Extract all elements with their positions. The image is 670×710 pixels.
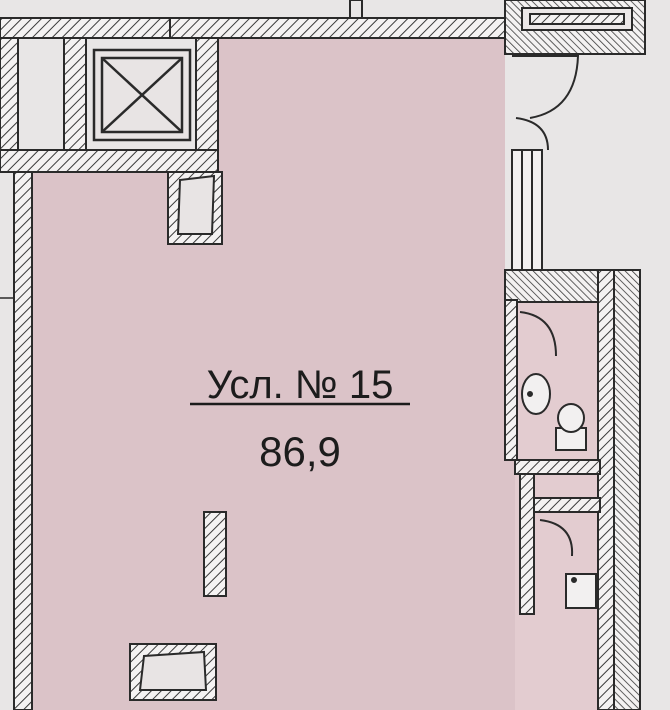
room-number-label: Усл. № 15: [207, 363, 394, 407]
toilet-icon: [555, 403, 587, 451]
core-walls: [0, 0, 513, 173]
elevator-shaft-icon: [92, 48, 192, 142]
bathroom-door-swing-icon: [519, 311, 574, 557]
room-floor: [30, 38, 515, 710]
door-swing-icon: [512, 55, 580, 151]
shower-icon: [565, 573, 597, 609]
room-column: [203, 511, 227, 597]
right-walls: [504, 269, 641, 710]
top-right-walls: [504, 0, 646, 55]
room-area-value: 86,9: [259, 428, 341, 475]
window-icon: [511, 149, 543, 271]
sink-icon: [521, 373, 551, 415]
bathroom-partitions: [514, 459, 601, 615]
ventilation-shaft-icon: [167, 171, 223, 245]
ventilation-shaft-bottom-icon: [129, 643, 217, 701]
left-outer-wall: [13, 171, 33, 710]
